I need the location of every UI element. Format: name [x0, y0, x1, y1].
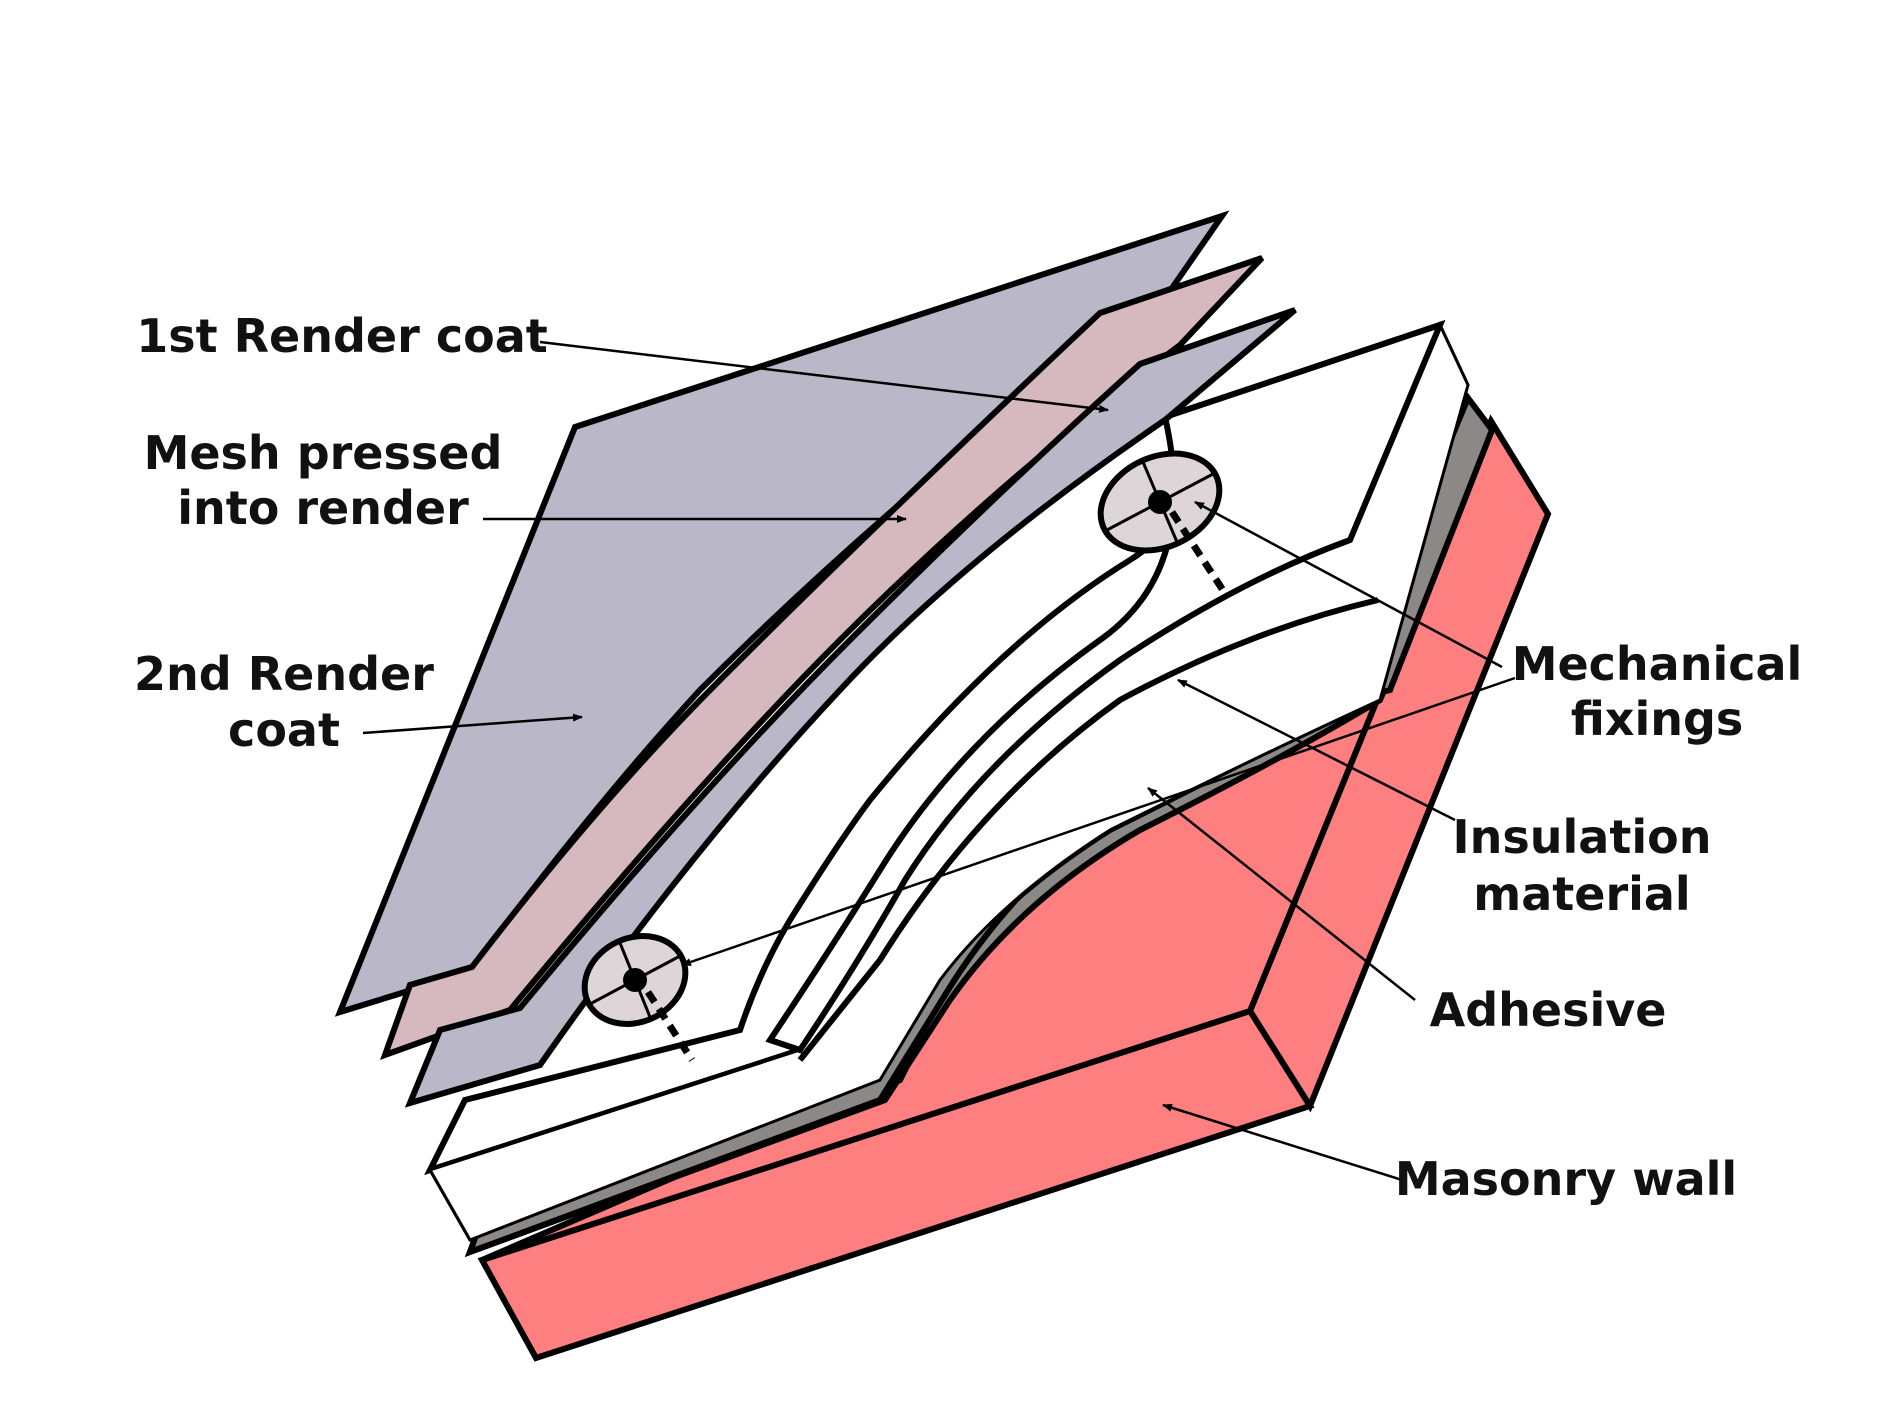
- label-first-render: 1st Render coat: [136, 309, 547, 363]
- render-coat-1: [404, 307, 1297, 1108]
- label-insulation-line1: Insulation: [1453, 810, 1712, 864]
- fixing-upper: [1097, 450, 1231, 600]
- label-second-render-line1: 2nd Render: [134, 647, 434, 701]
- fixing-upper-hole: [1148, 490, 1172, 514]
- fixing-upper-shank: [1169, 510, 1231, 600]
- label-adhesive: Adhesive: [1430, 983, 1667, 1037]
- leader-masonry: [1162, 1103, 1403, 1182]
- fixing-lower: [581, 933, 695, 1062]
- insulation-front-edge: [428, 1169, 472, 1241]
- leader-adhesive: [1147, 787, 1416, 1001]
- label-mesh-line1: Mesh pressed: [144, 426, 503, 480]
- leader-insulation: [1177, 678, 1456, 822]
- leader-fixing-lower: [681, 676, 1516, 967]
- label-insulation-line2: material: [1473, 867, 1690, 921]
- fixing-lower-hole: [623, 968, 647, 992]
- label-mesh-line2: into render: [177, 481, 469, 535]
- label-fixings-line2: fixings: [1571, 692, 1744, 746]
- insulation-ridge: [797, 597, 1379, 1062]
- labels: 1st Render coat Mesh pressed into render…: [134, 309, 1802, 1206]
- fixing-lower-shank: [645, 990, 695, 1062]
- label-fixings-line1: Mechanical: [1512, 637, 1803, 691]
- leader-first-render: [539, 340, 1109, 413]
- insulation-upper-face: [765, 320, 1446, 1054]
- leader-fixing-upper: [1194, 500, 1503, 669]
- label-second-render-line2: coat: [228, 703, 340, 757]
- label-masonry: Masonry wall: [1395, 1152, 1737, 1206]
- leader-lines: [362, 340, 1516, 1182]
- leader-second-render: [362, 713, 583, 735]
- render-coat-1-sheet: [404, 307, 1297, 1108]
